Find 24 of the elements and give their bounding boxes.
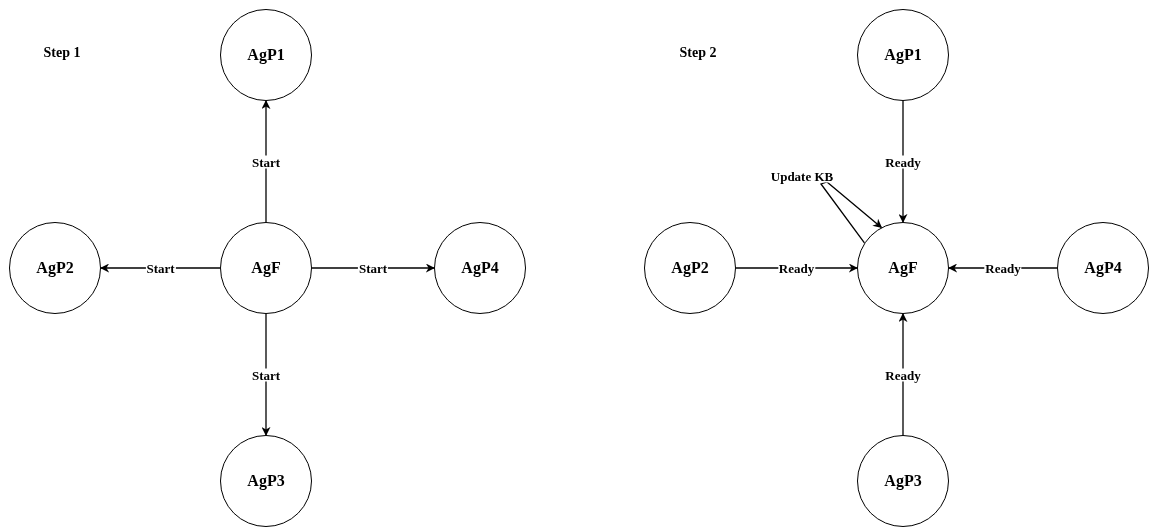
node-label: AgP1 bbox=[884, 45, 922, 66]
arrow bbox=[261, 313, 271, 436]
edge-label: Ready bbox=[984, 261, 1022, 275]
arrow bbox=[898, 100, 908, 223]
node-label: AgP2 bbox=[671, 258, 709, 279]
node-label: AgP2 bbox=[36, 258, 74, 279]
edge-label: Update KB bbox=[769, 169, 835, 183]
edge-label: Start bbox=[250, 368, 282, 381]
node-label: AgP4 bbox=[1084, 258, 1122, 279]
step-label: Step 1 bbox=[43, 43, 81, 62]
node-label: AgP3 bbox=[247, 471, 285, 492]
node-label: AgP4 bbox=[461, 258, 499, 279]
arrow bbox=[819, 181, 883, 244]
edge-label: Ready bbox=[777, 261, 816, 275]
edge-label: Ready bbox=[884, 155, 922, 168]
edge-label: Start bbox=[250, 155, 282, 168]
step-label: Step 2 bbox=[679, 43, 717, 62]
node-label: AgP1 bbox=[247, 45, 285, 66]
node-label: AgP3 bbox=[884, 471, 922, 492]
node-label: AgF bbox=[251, 258, 281, 279]
arrow bbox=[261, 100, 271, 223]
arrow bbox=[898, 313, 908, 436]
edge-label: Ready bbox=[884, 368, 922, 381]
node-label: AgF bbox=[888, 258, 918, 279]
